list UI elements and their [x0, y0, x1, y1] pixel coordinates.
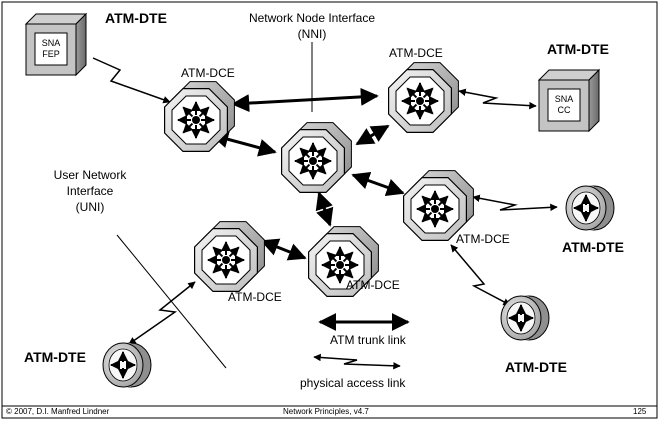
sna-cc-device: SNA CC	[537, 68, 601, 133]
uni-pointer-line	[116, 234, 227, 369]
label-dce-bottom-left: ATM-DCE	[228, 290, 282, 304]
dce-switch-top-left	[164, 81, 235, 152]
label-dte-bottom: ATM-DTE	[505, 359, 567, 375]
access-link-dte-left	[128, 281, 196, 345]
access-link-dte-bottom	[450, 244, 511, 306]
footer-copyright: © 2007, D.I. Manfred Lindner	[6, 407, 110, 416]
sna-cc-line1: SNA	[555, 94, 574, 104]
access-links	[92, 57, 558, 345]
dce-switch-bottom-left	[194, 221, 265, 292]
footer-title: Network Principles, v4.7	[283, 407, 369, 416]
legend-access-label: physical access link	[300, 376, 406, 390]
sna-fep-line2: FEP	[42, 49, 60, 59]
access-link-fep	[92, 57, 171, 104]
trunk-link-center-dce3	[351, 172, 405, 196]
label-dce-top-left: ATM-DCE	[181, 66, 235, 80]
dte-router-bottom	[500, 295, 550, 341]
dte-router-right	[565, 185, 615, 231]
legend-trunk-label: ATM trunk link	[330, 333, 406, 347]
sna-cc-line2: CC	[558, 105, 571, 115]
trunk-link-dce1-dce2	[231, 87, 379, 113]
label-dce-top-right: ATM-DCE	[389, 46, 443, 60]
sna-fep-device: SNA FEP	[24, 12, 88, 77]
dce-switch-center	[281, 122, 352, 193]
trunk-links	[210, 87, 405, 261]
label-uni-line2: Interface	[66, 184, 114, 198]
dce-switch-top-right	[388, 62, 459, 133]
label-dce-bottom-center: ATM-DCE	[346, 278, 400, 292]
label-dce-right: ATM-DCE	[456, 232, 510, 246]
label-uni-line1: User Network	[53, 168, 127, 182]
slide-frame	[1, 1, 658, 419]
trunk-link-center-dce2	[355, 124, 390, 146]
trunk-link-center-dce5	[315, 191, 334, 227]
label-nni-line1: Network Node Interface	[248, 11, 376, 25]
legend-access-symbol	[313, 353, 401, 370]
label-nni-line2: (NNI)	[297, 27, 327, 41]
sna-fep-line1: SNA	[42, 38, 61, 48]
access-link-dte-right	[472, 194, 558, 212]
dce-switch-right	[403, 170, 474, 241]
label-uni-line3: (UNI)	[75, 200, 105, 214]
dce-switch-bottom-center	[308, 226, 379, 297]
access-link-cc	[458, 88, 537, 110]
footer-page-number: 125	[633, 407, 647, 416]
label-dte-left: ATM-DTE	[24, 349, 86, 365]
label-dte-cc: ATM-DTE	[547, 41, 609, 57]
dte-router-left	[102, 342, 152, 388]
label-dte-right: ATM-DTE	[562, 239, 624, 255]
trunk-link-dce4-dce5	[260, 238, 307, 261]
label-dte-fep: ATM-DTE	[105, 10, 167, 26]
